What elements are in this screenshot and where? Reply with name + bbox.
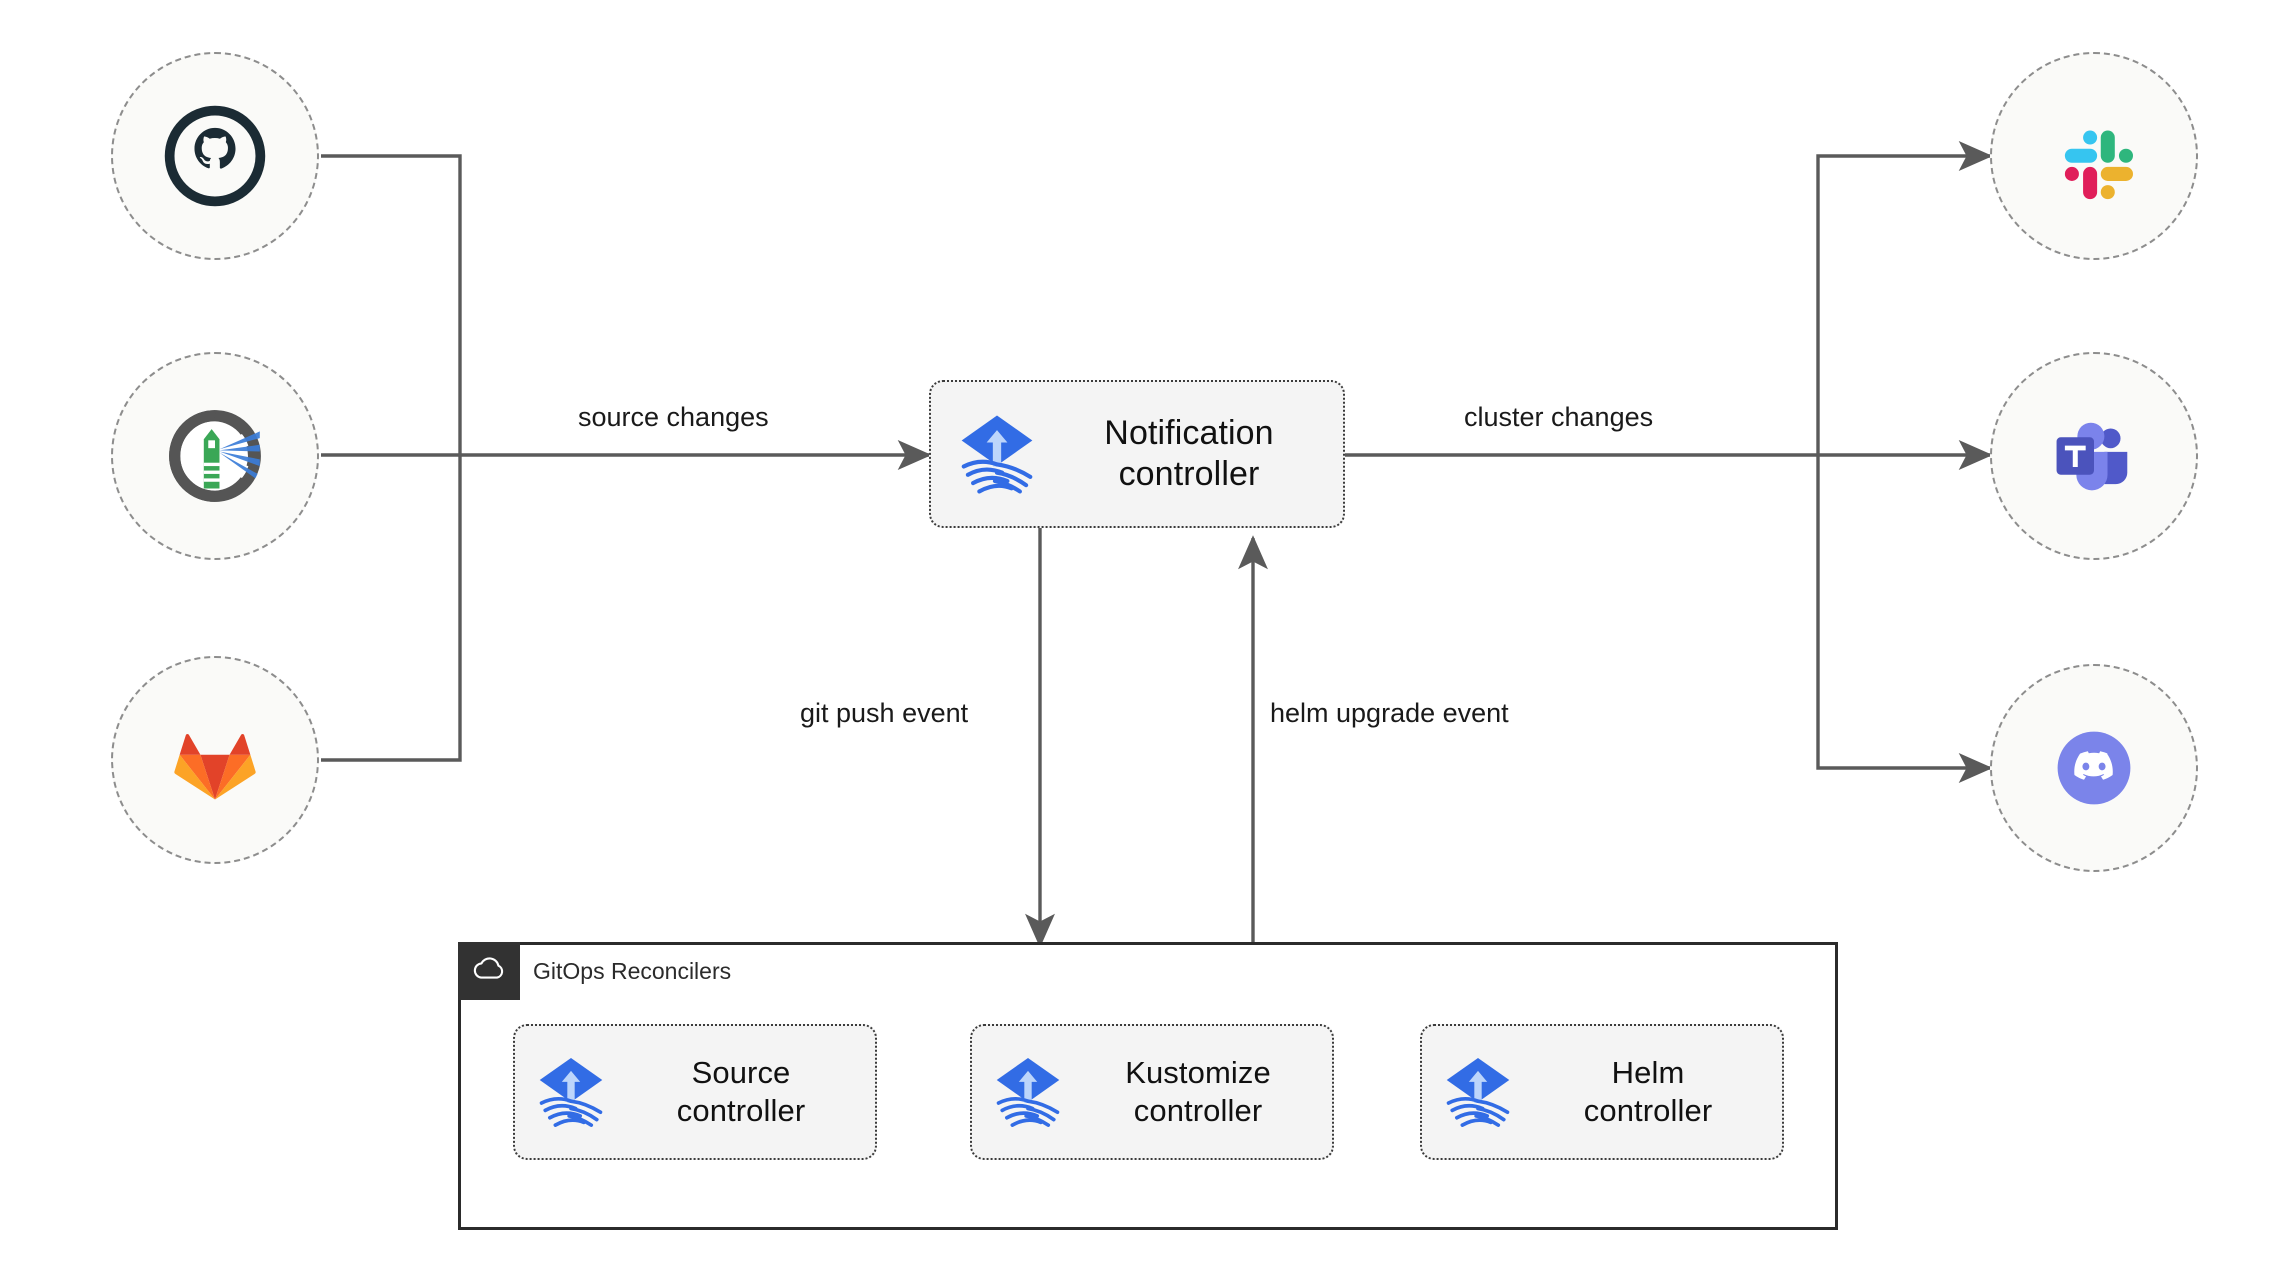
flux-cd-icon [525,1046,617,1138]
discord-icon [2042,716,2146,820]
ms-teams-icon [2042,404,2146,508]
edge-label-git-push-event: git push event [800,698,969,728]
destination-node-slack[interactable] [1990,52,2198,260]
edge-label-cluster-changes: cluster changes [1464,402,1654,432]
destination-node-discord[interactable] [1990,664,2198,872]
flux-lighthouse-icon [159,400,271,512]
source-node-flux[interactable] [111,352,319,560]
flux-cd-icon [945,402,1049,506]
slack-icon [2042,104,2146,208]
edge-label-helm-upgrade-event: helm upgrade event [1270,698,1509,728]
github-icon [161,102,269,210]
edge-label-source-changes: source changes [578,402,769,432]
gitops-group-title: GitOps Reconcilers [533,958,732,984]
cloud-icon [470,955,508,988]
source-node-github[interactable] [111,52,319,260]
destination-node-teams[interactable] [1990,352,2198,560]
flux-cd-icon [982,1046,1074,1138]
gitlab-icon [163,708,267,812]
flux-cd-icon [1432,1046,1524,1138]
source-node-gitlab[interactable] [111,656,319,864]
cloud-badge [458,942,520,1000]
